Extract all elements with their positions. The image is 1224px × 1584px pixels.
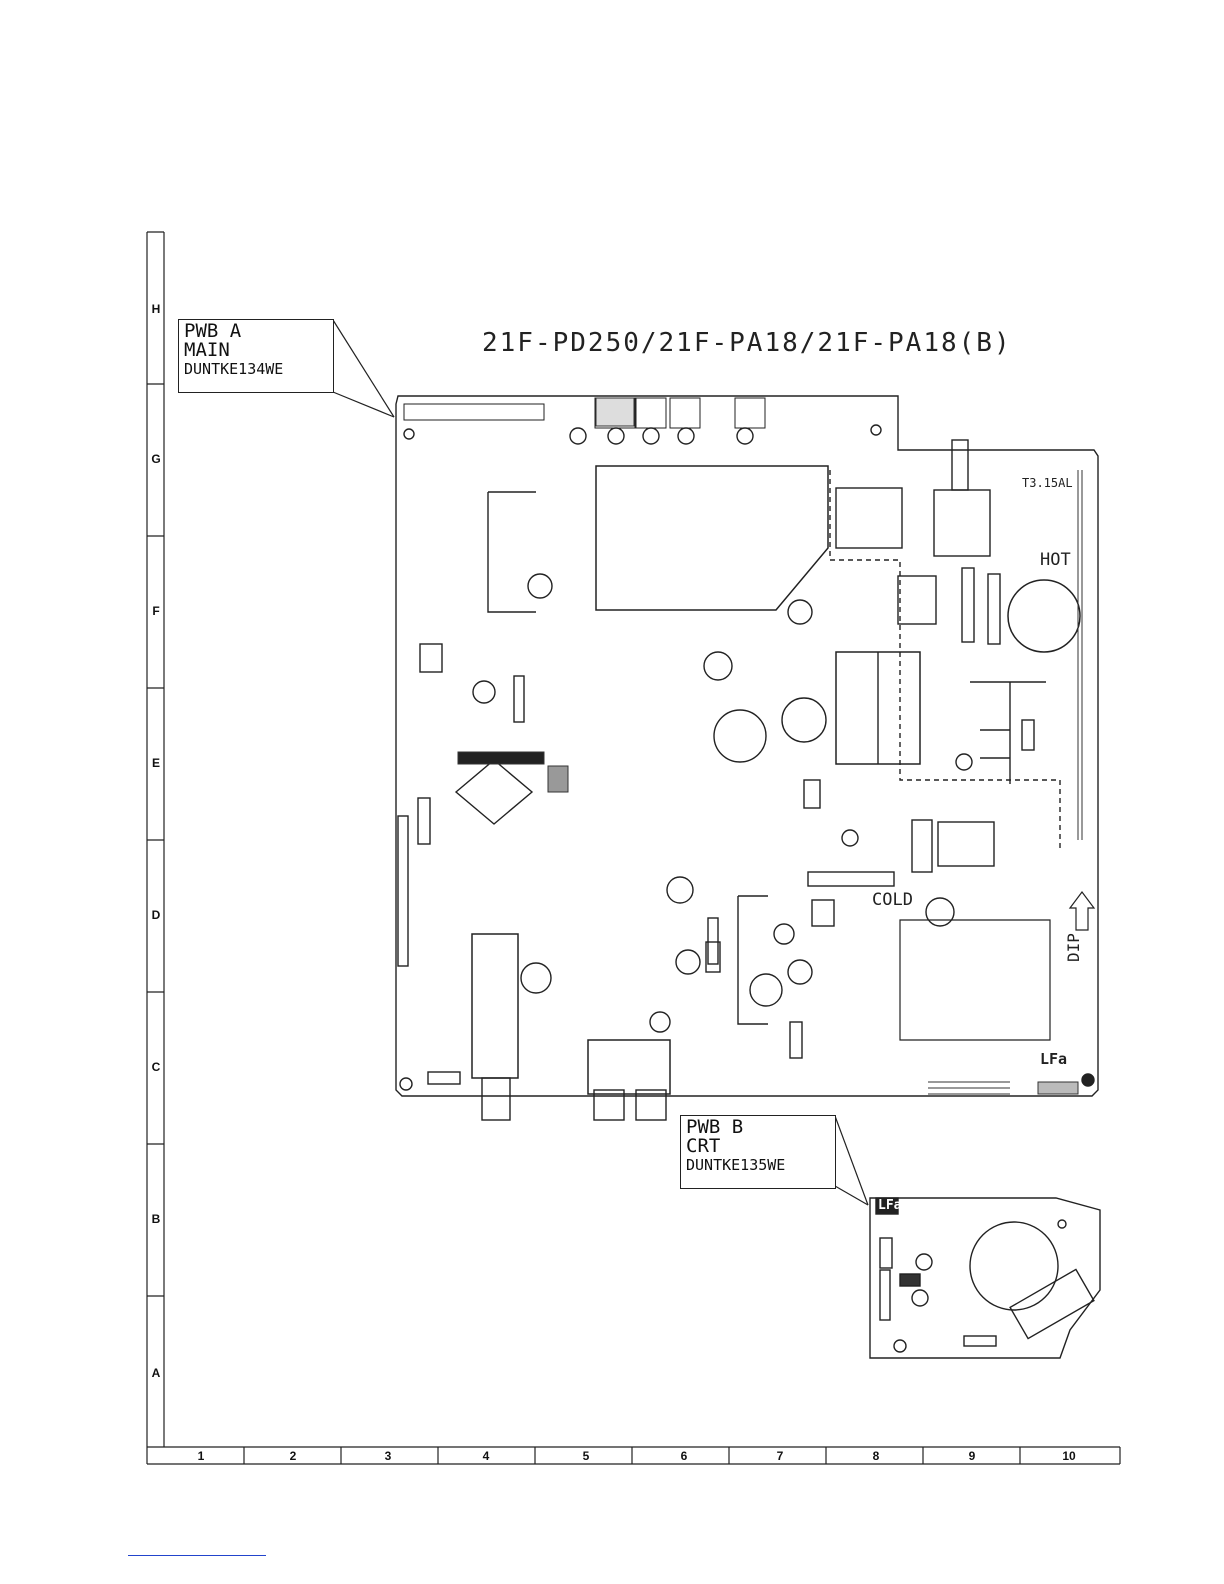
grid-row-label: H <box>147 302 165 316</box>
lf-logo-b: LFa <box>878 1198 901 1213</box>
grid-column-label: 7 <box>732 1449 828 1463</box>
pwb-a-line3: DUNTKE134WE <box>184 360 328 379</box>
grid-column-label: 9 <box>924 1449 1020 1463</box>
model-title: 21F-PD250/21F-PA18/21F-PA18(B) <box>482 328 1012 358</box>
dip-label: DIP <box>1064 933 1083 962</box>
pwb-b-callout: PWB B CRT DUNTKE135WE <box>680 1115 836 1189</box>
pwb-a-callout: PWB A MAIN DUNTKE134WE <box>178 319 334 393</box>
callout-pointers <box>333 320 868 1205</box>
fuse-label: T3.15AL <box>1022 476 1073 490</box>
pwb-b-line3: DUNTKE135WE <box>686 1156 830 1175</box>
grid-row-label: B <box>147 1212 165 1226</box>
lf-logo: LFa <box>1040 1050 1067 1068</box>
grid-column-label: 4 <box>438 1449 534 1463</box>
dip-arrow <box>1070 892 1094 930</box>
footer-rule <box>128 1555 266 1556</box>
grid-row-label: C <box>147 1060 165 1074</box>
ground-hatching <box>458 398 1082 1094</box>
grid-column-label: 3 <box>340 1449 436 1463</box>
grid-column-label: 5 <box>538 1449 634 1463</box>
cold-label: COLD <box>872 890 913 910</box>
grid-column-label: 6 <box>636 1449 732 1463</box>
grid-column-label: 10 <box>1021 1449 1117 1463</box>
grid-row-label: F <box>147 604 165 618</box>
grid-column-label: 1 <box>153 1449 249 1463</box>
grid-column-label: 8 <box>828 1449 924 1463</box>
pwb-b-board <box>870 1198 1100 1358</box>
grid-row-label: G <box>147 452 165 466</box>
grid-column-label: 2 <box>245 1449 341 1463</box>
pwb-b-line2: CRT <box>686 1137 830 1156</box>
grid-row-label: D <box>147 908 165 922</box>
pwb-a-line2: MAIN <box>184 341 328 360</box>
grid-row-label: A <box>147 1366 165 1380</box>
hot-label: HOT <box>1040 550 1071 570</box>
grid-row-label: E <box>147 756 165 770</box>
